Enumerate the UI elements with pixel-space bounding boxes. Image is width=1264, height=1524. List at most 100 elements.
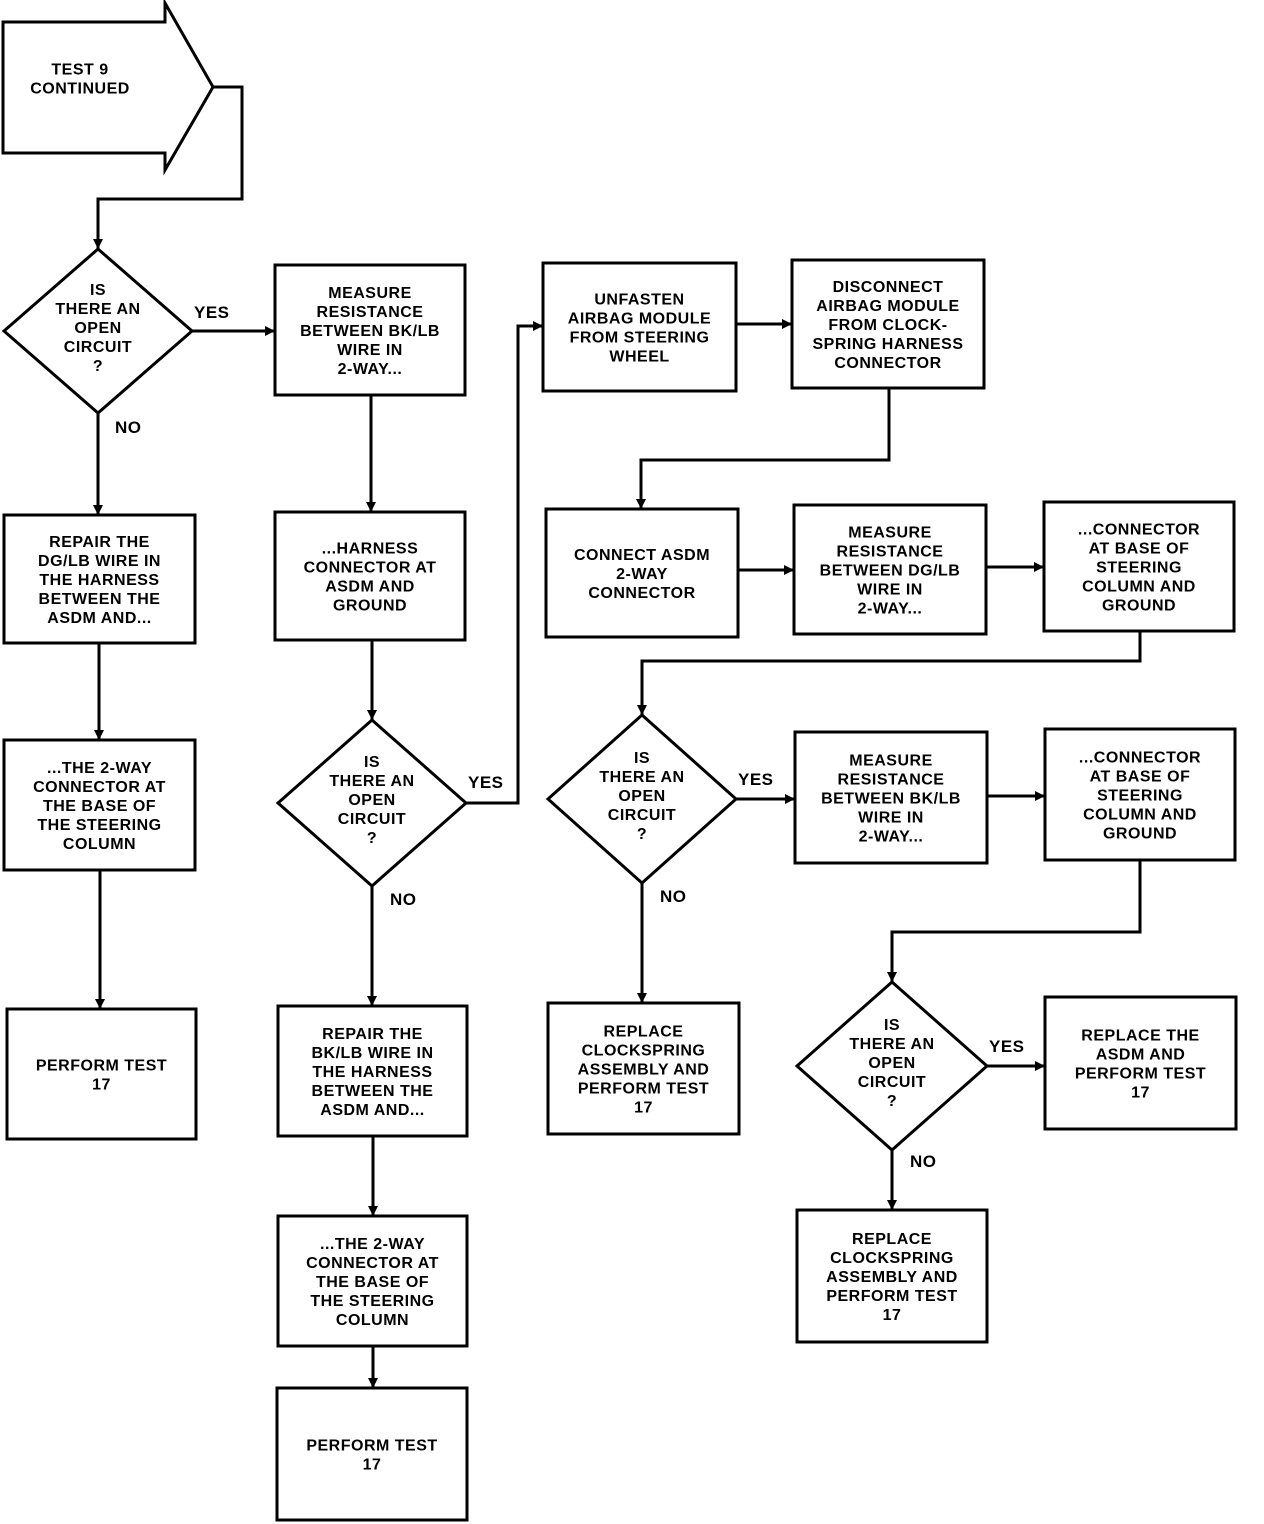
decision-question-line: OPEN (868, 1055, 915, 1072)
process-box-text-line: BETWEEN BK/LB (300, 323, 440, 340)
process-box-text-line: ASDM AND... (320, 1102, 424, 1119)
process-box-border (275, 1386, 469, 1522)
process-box-text-line: 2-WAY... (338, 361, 403, 378)
process-box-text-line: REPLACE THE (1081, 1028, 1199, 1045)
process-box-border (276, 1214, 469, 1348)
process-box-text-line: AIRBAG MODULE (816, 298, 959, 315)
process-box-text-line: 2-WAY... (859, 829, 924, 846)
process-box-text-line: REPLACE (604, 1024, 684, 1041)
process-box-text-line: 17 (634, 1100, 653, 1117)
start-label-line: TEST 9 (51, 62, 108, 79)
flow-d2-yes-arrowhead (533, 321, 543, 331)
decision-question-line: ? (93, 358, 103, 375)
process-box-text-line: PERFORM TEST (826, 1288, 957, 1305)
decision-question-line: CIRCUIT (608, 807, 676, 824)
process-box-text-line: PERFORM TEST (578, 1081, 709, 1098)
process-box-text: DISCONNECT AIRBAG MODULE FROM CLOCK- SPRING… (812, 279, 963, 372)
process-box-text-line: BETWEEN THE (312, 1083, 434, 1100)
process-box-text-line: AT BASE OF (1089, 541, 1190, 558)
process-box-text-line: GROUND (333, 598, 407, 615)
process-box-text-line: BETWEEN BK/LB (821, 791, 961, 808)
process-box-text-line: ASSEMBLY AND (578, 1062, 710, 1079)
process-box-text-line: REPAIR THE (49, 534, 150, 551)
flow-d3-no-arrowhead (637, 993, 647, 1003)
flow-b10-d3-arrowhead (637, 705, 647, 715)
process-box-text-line: THE BASE OF (316, 1274, 429, 1291)
process-box-text-line: FROM CLOCK- (828, 317, 947, 334)
start-label: TEST 9 CONTINUED (30, 62, 130, 98)
process-box-text: REPLACE CLOCKSPRING ASSEMBLY AND PERFORM TE… (826, 1231, 958, 1324)
flow-b15-d4 (890, 860, 1142, 982)
start-label-line: CONTINUED (30, 81, 130, 98)
process-box-text-line: SPRING HARNESS (812, 336, 963, 353)
flow-d1-yes-arrowhead (265, 326, 275, 336)
decision-question-line: THERE AN (55, 301, 140, 318)
decision-question-line: IS (884, 1017, 900, 1034)
flow-b8-b9-arrowhead (784, 565, 794, 575)
decision-question-line: ? (887, 1093, 897, 1110)
flow-start-to-d1-arrowhead (93, 239, 103, 249)
process-box-text-line: RESISTANCE (838, 772, 945, 789)
process-box-border (793, 730, 989, 865)
process-box-text-line: ...THE 2-WAY (47, 760, 152, 777)
process-box-text-line: CONNECTOR AT (33, 779, 166, 796)
process-box-text-line: REPLACE (852, 1231, 932, 1248)
process-box-text-line: 17 (363, 1457, 382, 1474)
flow-b6-b7-arrowhead (95, 999, 105, 1009)
flow-d2-no-arrowhead (367, 996, 377, 1006)
process-box-text-line: CONNECTOR (588, 585, 695, 602)
process-box-text-line: DG/LB WIRE IN (38, 553, 161, 570)
process-box-border (1042, 500, 1236, 633)
process-box-text-line: WIRE IN (857, 582, 923, 599)
process-box-text-line: DISCONNECT (833, 279, 944, 296)
decision-diamond (794, 979, 990, 1153)
process-box-text-line: RESISTANCE (317, 304, 424, 321)
process-box-text-line: STEERING (1096, 560, 1182, 577)
flow-start-to-d1 (96, 85, 244, 249)
process-box-text-line: COLUMN (63, 836, 136, 853)
start-connector-arrow (1, 0, 215, 176)
process-box-text-line: CONNECT ASDM (574, 547, 710, 564)
process-box-text-line: 17 (92, 1077, 111, 1094)
decision-question-line: IS (90, 282, 106, 299)
flow-d1-no-arrowhead (93, 505, 103, 515)
process-box-border (790, 258, 986, 390)
process-box-text-line: THE STEERING (37, 817, 161, 834)
process-box-text-line: ASDM AND... (47, 610, 151, 627)
connectors (93, 85, 1142, 1388)
flow-d2-yes (466, 324, 543, 805)
process-box-text-line: WIRE IN (858, 810, 924, 827)
process-box-text-line: COLUMN AND (1082, 579, 1196, 596)
process-box-text-line: STEERING (1097, 788, 1183, 805)
process-box-text-line: ASSEMBLY AND (826, 1269, 958, 1286)
flow-b11-b12-arrowhead (368, 1206, 378, 1216)
decision-question-line: THERE AN (849, 1036, 934, 1053)
process-box-text-line: CONNECTOR (834, 355, 941, 372)
process-box-text-line: PERFORM TEST (1075, 1066, 1206, 1083)
flow-d4-yes-arrowhead (1035, 1061, 1045, 1071)
decision-diamond (275, 717, 469, 889)
flow-b15-d4-arrowhead (887, 972, 897, 982)
process-box-b4: DISCONNECT AIRBAG MODULE FROM CLOCK- SPRING… (790, 258, 986, 390)
process-box-border (2, 513, 197, 645)
process-box-text-line: CLOCKSPRING (830, 1250, 954, 1267)
